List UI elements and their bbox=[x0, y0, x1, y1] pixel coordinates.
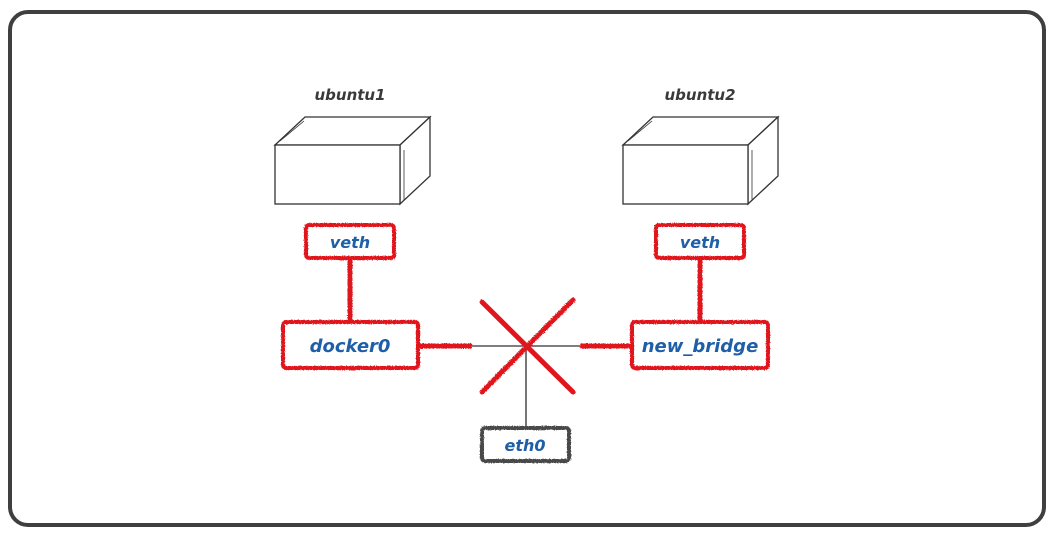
new-bridge-label: new_bridge bbox=[642, 336, 759, 357]
veth-label: veth bbox=[330, 233, 370, 252]
host-ubuntu1: ubuntu1 bbox=[273, 86, 432, 206]
interface-veth-ubuntu1: veth bbox=[304, 223, 396, 260]
diagram-frame bbox=[8, 10, 1046, 527]
eth0-label: eth0 bbox=[504, 436, 545, 455]
veth-box bbox=[654, 223, 746, 260]
interface-new-bridge: new_bridge bbox=[630, 320, 770, 370]
docker0-box bbox=[281, 320, 420, 370]
new-bridge-box bbox=[630, 320, 770, 370]
interface-veth-ubuntu2: veth bbox=[654, 223, 746, 260]
docker0-label: docker0 bbox=[310, 336, 391, 357]
red-connectors bbox=[347, 258, 703, 349]
server-box-icon bbox=[273, 115, 432, 206]
interface-docker0: docker0 bbox=[281, 320, 420, 370]
host-label-ubuntu1: ubuntu1 bbox=[314, 86, 385, 104]
interface-eth0: eth0 bbox=[480, 426, 571, 463]
veth-box bbox=[304, 223, 396, 260]
eth0-box bbox=[480, 426, 571, 463]
veth-label: veth bbox=[680, 233, 720, 252]
host-label-ubuntu2: ubuntu2 bbox=[664, 86, 735, 104]
blocked-x-icon bbox=[479, 297, 576, 395]
host-ubuntu2: ubuntu2 bbox=[621, 86, 780, 206]
server-box-icon bbox=[621, 115, 780, 206]
